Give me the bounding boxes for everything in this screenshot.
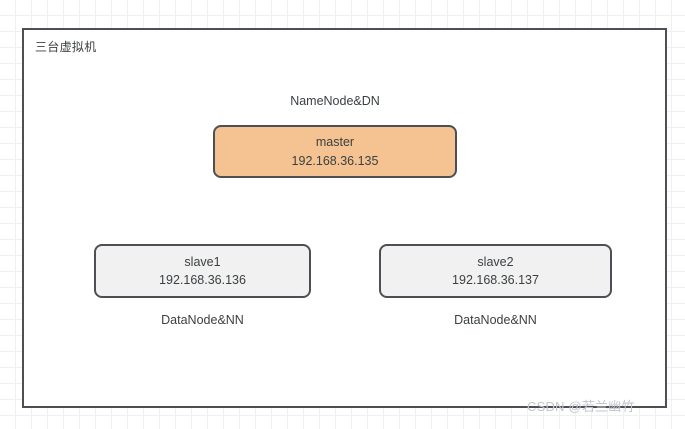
diagram-outer-frame <box>22 28 667 408</box>
node-role-label-slave2: DataNode&NN <box>454 313 537 327</box>
node-master[interactable]: master 192.168.36.135 <box>213 125 457 178</box>
node-slave1-ip: 192.168.36.136 <box>159 273 246 287</box>
node-role-label-master: NameNode&DN <box>290 94 380 108</box>
node-master-ip: 192.168.36.135 <box>291 153 379 168</box>
watermark: CSDN @若兰幽竹 <box>527 399 635 414</box>
node-slave2-name: slave2 <box>477 254 514 269</box>
node-master-name: master <box>315 135 355 150</box>
node-slave1[interactable]: slave1 192.168.36.136 <box>94 244 311 298</box>
node-slave1-name: slave1 <box>184 254 221 269</box>
frame-title: 三台虚拟机 <box>35 40 97 54</box>
node-role-label-slave1: DataNode&NN <box>161 313 244 327</box>
node-slave2-ip: 192.168.36.137 <box>452 273 539 287</box>
node-slave2[interactable]: slave2 192.168.36.137 <box>379 244 612 298</box>
